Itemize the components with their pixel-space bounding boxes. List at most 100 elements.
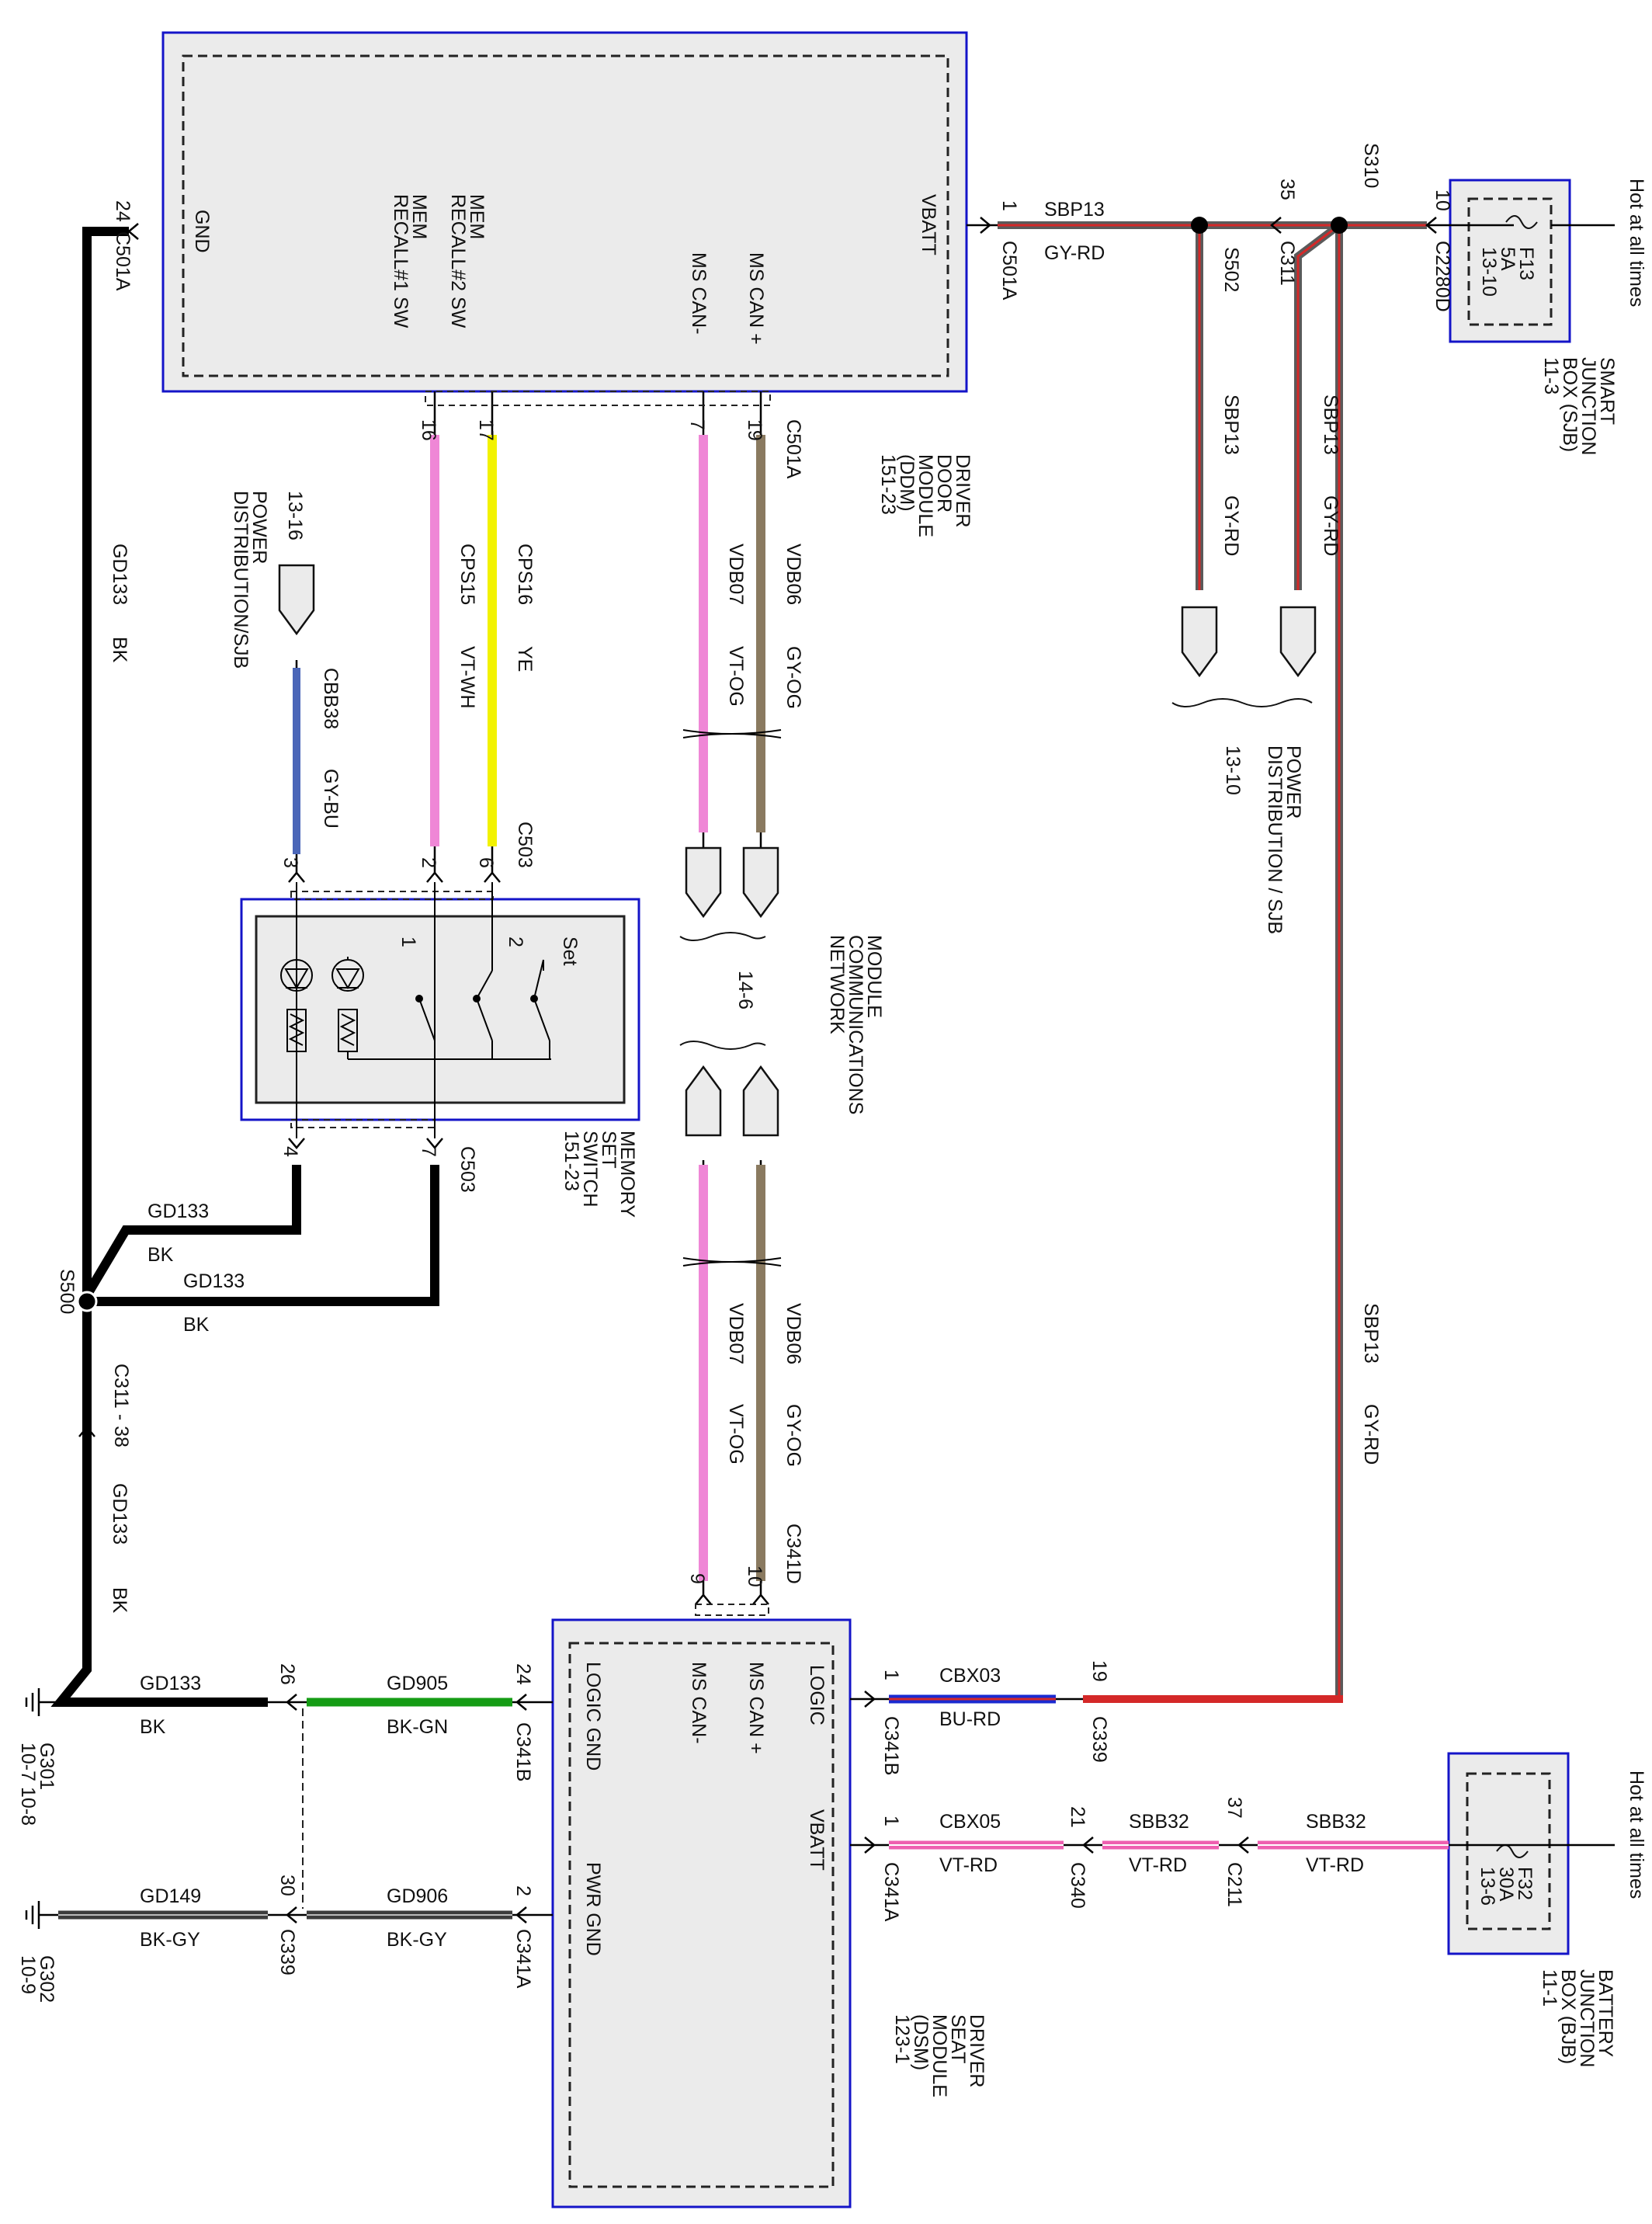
svg-text:MEMORY: MEMORY (616, 1131, 638, 1218)
pin-label: RECALL#2 SW (447, 194, 469, 328)
svg-text:24: 24 (112, 200, 134, 222)
ref-arrow-power-left-icon (278, 564, 315, 636)
dsm-wires (54, 1694, 1615, 1920)
svg-text:VT-RD: VT-RD (1306, 1854, 1364, 1876)
svg-text:NETWORK: NETWORK (826, 935, 848, 1034)
svg-text:14-6: 14-6 (734, 971, 756, 1009)
svg-text:SET: SET (598, 1131, 620, 1169)
svg-text:SBP13: SBP13 (1360, 1303, 1382, 1364)
svg-text:C2280D: C2280D (1432, 241, 1453, 312)
svg-text:BOX (BJB): BOX (BJB) (1557, 1969, 1579, 2064)
battery-junction-box (1447, 1752, 1570, 1955)
svg-text:GY-RD: GY-RD (1220, 495, 1242, 556)
ddm-box (161, 31, 968, 393)
svg-text:CBX05: CBX05 (939, 1811, 1001, 1833)
driver-seat-module (551, 1618, 852, 2208)
c501a-gnd-arrow-icon (127, 223, 139, 240)
svg-text:C340: C340 (1067, 1862, 1088, 1909)
svg-text:BK-GY: BK-GY (140, 1929, 200, 1951)
smart-junction-box (1449, 179, 1571, 343)
svg-text:GY-RD: GY-RD (1320, 495, 1341, 556)
gd133-wire-switch-7 (87, 1165, 439, 1306)
ref-arrow-can-c-icon (685, 1065, 722, 1137)
ddm-inner-dashed (182, 54, 949, 377)
dsm-box (551, 1618, 852, 2208)
svg-text:BK-GY: BK-GY (387, 1929, 447, 1951)
svg-text:VT-OG: VT-OG (725, 646, 747, 707)
svg-text:5A: 5A (1497, 247, 1518, 271)
dsm-labels: LOGIC VBATT MS CAN + MS CAN- LOGIC GND P… (582, 1662, 987, 2097)
svg-text:C211: C211 (1223, 1862, 1245, 1907)
sbp13-wires (998, 221, 1427, 1703)
svg-text:19: 19 (1088, 1660, 1110, 1682)
gd133-wire-switch-4 (82, 1165, 301, 1298)
svg-text:19: 19 (744, 419, 765, 441)
svg-text:11-1: 11-1 (1539, 1969, 1560, 2007)
svg-text:CBX03: CBX03 (939, 1665, 1001, 1687)
svg-text:151-23: 151-23 (560, 1131, 582, 1191)
svg-text:C339: C339 (276, 1929, 298, 1976)
svg-text:11-3: 11-3 (1540, 357, 1562, 394)
svg-text:C503: C503 (514, 822, 536, 868)
svg-text:GD149: GD149 (140, 1885, 201, 1907)
ground-wires (50, 227, 439, 1707)
svg-text:BK: BK (109, 1587, 130, 1614)
svg-text:CPS15: CPS15 (456, 544, 478, 605)
gd133-wire-top (82, 227, 129, 1295)
svg-text:BK-GN: BK-GN (387, 1716, 448, 1738)
pin-label: MS CAN + (745, 252, 767, 345)
svg-text:JUNCTION: JUNCTION (1577, 357, 1599, 455)
svg-text:GY-OG: GY-OG (783, 1404, 804, 1467)
pin-label: GND (191, 210, 213, 253)
svg-text:G301: G301 (36, 1743, 57, 1790)
resistor-icon (286, 1009, 307, 1052)
svg-text:SMART: SMART (1596, 357, 1618, 425)
svg-text:C339: C339 (1088, 1716, 1110, 1763)
svg-text:17: 17 (475, 419, 497, 441)
svg-text:35: 35 (1276, 179, 1298, 200)
svg-text:10: 10 (1432, 189, 1453, 211)
g302-ground-icon (25, 1901, 54, 1929)
ref-arrow-can-d-icon (742, 1065, 779, 1137)
sjb-box (1449, 179, 1571, 343)
svg-text:DRIVER: DRIVER (966, 2014, 987, 2087)
svg-text:S502: S502 (1220, 247, 1242, 292)
svg-text:G302: G302 (36, 1955, 57, 2003)
bjb-box (1447, 1752, 1570, 1955)
svg-text:BK: BK (109, 637, 130, 663)
led-icon (280, 959, 313, 992)
svg-text:MODULE: MODULE (914, 454, 936, 537)
svg-text:VDB06: VDB06 (783, 544, 804, 605)
svg-text:1: 1 (880, 1670, 902, 1680)
svg-text:SBP13: SBP13 (1220, 394, 1242, 455)
twisted-pair-icon (682, 729, 782, 1267)
svg-text:LOGIC GND: LOGIC GND (582, 1662, 604, 1771)
svg-text:BATTERY: BATTERY (1595, 1969, 1616, 2057)
s310-splice (1331, 217, 1348, 234)
svg-text:DRIVER: DRIVER (952, 454, 974, 527)
fuse-icon (1505, 215, 1538, 229)
svg-text:GD133: GD133 (183, 1270, 245, 1292)
sjb-labels: F13 5A 13-10 SMART JUNCTION BOX (SJB) 11… (1478, 179, 1647, 455)
svg-text:SBP13: SBP13 (1044, 199, 1105, 221)
svg-text:10-9: 10-9 (17, 1955, 39, 1994)
memory-set-switch (240, 891, 640, 1128)
svg-text:VT-RD: VT-RD (939, 1854, 998, 1876)
svg-text:30A: 30A (1495, 1867, 1517, 1902)
ref-arrow-sbp13-b-icon (1279, 606, 1317, 678)
svg-text:26: 26 (276, 1663, 298, 1685)
svg-text:2: 2 (512, 1885, 534, 1896)
svg-text:CPS16: CPS16 (514, 544, 536, 605)
fuse-icon (1496, 1844, 1529, 1858)
mss-dashed-top (290, 891, 494, 900)
svg-text:37: 37 (1223, 1797, 1245, 1819)
svg-text:C501A: C501A (112, 231, 134, 291)
svg-text:GD906: GD906 (387, 1885, 448, 1907)
svg-text:DISTRIBUTION / SJB: DISTRIBUTION / SJB (1264, 745, 1286, 934)
svg-text:GD133: GD133 (109, 544, 130, 605)
wire-labels-horizontal: SBP13 GY-RD GD133 BK GD133 BK GD133 BK G… (140, 199, 1366, 1951)
s500-splice (76, 1291, 98, 1312)
svg-text:24: 24 (512, 1663, 534, 1685)
svg-text:1: 1 (880, 1816, 902, 1826)
svg-text:POWER: POWER (248, 491, 270, 564)
